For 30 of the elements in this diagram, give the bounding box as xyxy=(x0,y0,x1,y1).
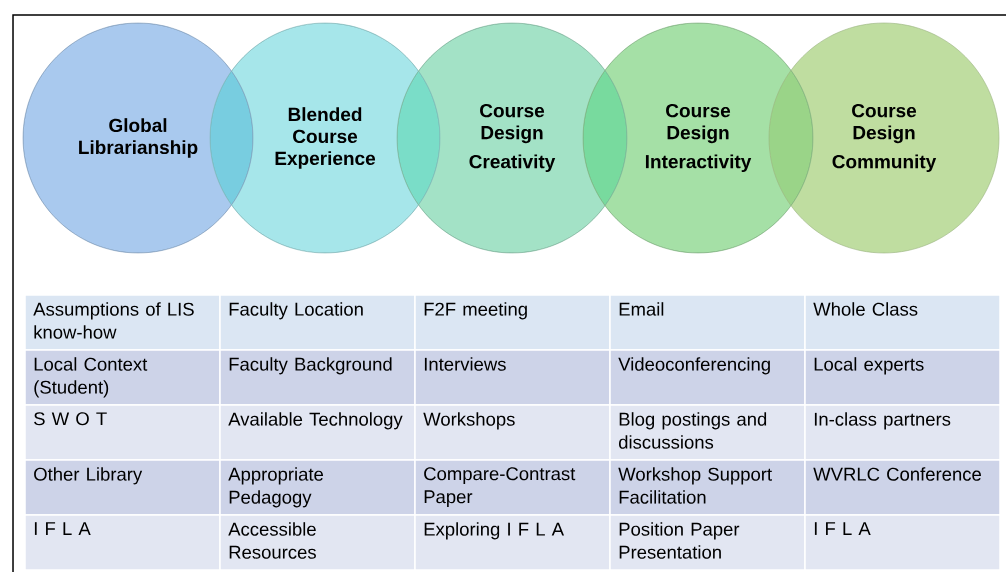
table-cell: Position Paper Presentation xyxy=(609,514,806,571)
table-cell: Assumptions of LIS know-how xyxy=(24,294,221,351)
circle-node: Course Design Community xyxy=(768,22,1000,254)
table-cell: Faculty Background xyxy=(219,349,416,406)
table-cell: S W O T xyxy=(24,404,221,461)
table-cell: Blog postings and discussions xyxy=(609,404,806,461)
table-cell: Exploring I F L A xyxy=(414,514,611,571)
table-cell: Workshops xyxy=(414,404,611,461)
table-cell: Local Context (Student) xyxy=(24,349,221,406)
table-cell: Appropriate Pedagogy xyxy=(219,459,416,516)
table-cell: Faculty Location xyxy=(219,294,416,351)
table-cell: I F L A xyxy=(804,514,1001,571)
table-cell: Available Technology xyxy=(219,404,416,461)
table-cell: Email xyxy=(609,294,806,351)
table-cell: In-class partners xyxy=(804,404,1001,461)
table-cell: I F L A xyxy=(24,514,221,571)
table-cell: Other Library xyxy=(24,459,221,516)
table-cell: Accessible Resources xyxy=(219,514,416,571)
table-cell: Interviews xyxy=(414,349,611,406)
circle-node: Course Design Creativity xyxy=(396,22,628,254)
table-cell: Compare-Contrast Paper xyxy=(414,459,611,516)
circle-node: Course Design Interactivity xyxy=(582,22,814,254)
circle-node: Global Librarianship xyxy=(22,22,254,254)
table-cell: Whole Class xyxy=(804,294,1001,351)
table-cell: F2F meeting xyxy=(414,294,611,351)
circle-node: Blended Course Experience xyxy=(209,22,441,254)
table-cell: WVRLC Conference xyxy=(804,459,1001,516)
table-cell: Videoconferencing xyxy=(609,349,806,406)
table-cell: Workshop Support Facilitation xyxy=(609,459,806,516)
table-cell: Local experts xyxy=(804,349,1001,406)
